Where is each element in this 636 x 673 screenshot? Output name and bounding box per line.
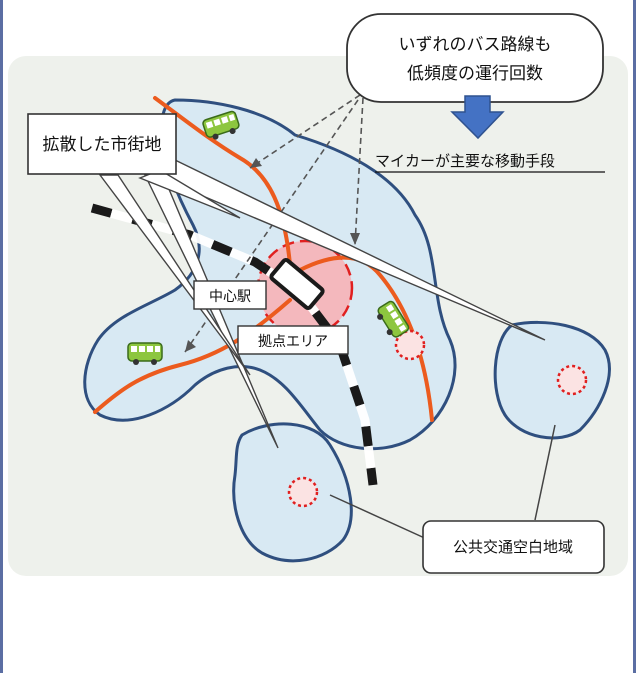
gap-marker-east: [556, 364, 588, 396]
gap-marker-south: [287, 476, 319, 508]
gap-pointers: [329, 424, 556, 546]
sprawl-callout-text: 拡散した市街地: [43, 135, 162, 155]
central-station-label: 中心駅: [209, 289, 251, 305]
bus-icon: [202, 110, 240, 140]
bus-route-callout-line1: いずれのバス路線も: [399, 35, 552, 55]
frame-right-border: [633, 0, 636, 673]
transit-gap-callout: [422, 520, 605, 574]
sprawl-callout: [27, 113, 177, 175]
down-arrow-icon: [450, 95, 505, 140]
bus-route-east: [298, 255, 434, 422]
arrowheads: [185, 158, 360, 352]
frame-left-border: [0, 0, 3, 673]
central-station-label-box: [193, 280, 267, 310]
central-station-building: [269, 257, 325, 311]
car-main-text: マイカーが主要な移動手段: [375, 152, 555, 170]
hub-area-label-box: [237, 325, 349, 355]
hub-area-label: 拠点エリア: [258, 334, 328, 350]
bus-icon: [377, 300, 410, 338]
bus-route-callout-line2: 低頻度の運行回数: [407, 64, 543, 84]
sprawl-pointer-2: [98, 174, 251, 376]
bus-icon: [127, 342, 163, 365]
east-district: [493, 320, 611, 440]
transit-gap-callout-text: 公共交通空白地域: [453, 538, 573, 556]
bus-route-callout: [346, 13, 604, 103]
gap-marker-center: [394, 329, 426, 361]
